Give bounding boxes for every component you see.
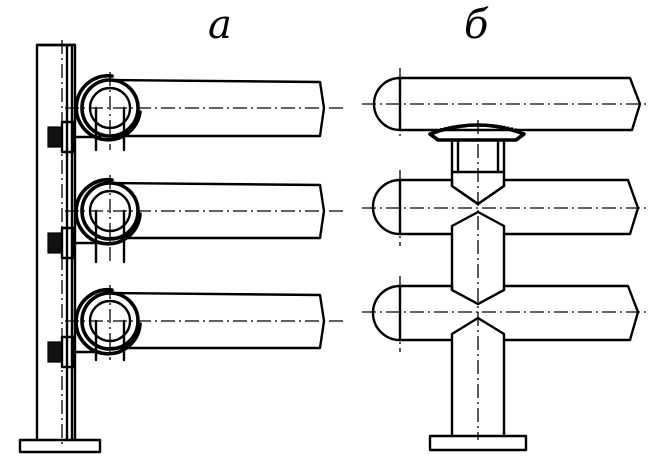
panel-a-base-plate bbox=[18, 438, 102, 454]
panel-label-a: а bbox=[208, 2, 232, 48]
panel-a-bolted-railing bbox=[18, 40, 345, 454]
panel-b-rail-2 bbox=[362, 170, 650, 246]
panel-a-rail-1 bbox=[65, 72, 345, 152]
panel-a-bolt-3 bbox=[47, 335, 102, 369]
panel-label-b: б bbox=[464, 2, 489, 48]
panel-b-base-plate bbox=[428, 434, 528, 452]
panel-a-bolt-1 bbox=[47, 120, 102, 154]
panel-b-post bbox=[450, 120, 506, 440]
panel-a-rail-3 bbox=[65, 285, 345, 362]
panel-b-rail-3 bbox=[362, 276, 650, 352]
panel-a-rail-2 bbox=[65, 175, 345, 264]
panel-a-bolt-2 bbox=[47, 226, 102, 260]
panel-b-rail-1 bbox=[362, 68, 650, 140]
panel-b-welded-railing bbox=[362, 68, 650, 452]
